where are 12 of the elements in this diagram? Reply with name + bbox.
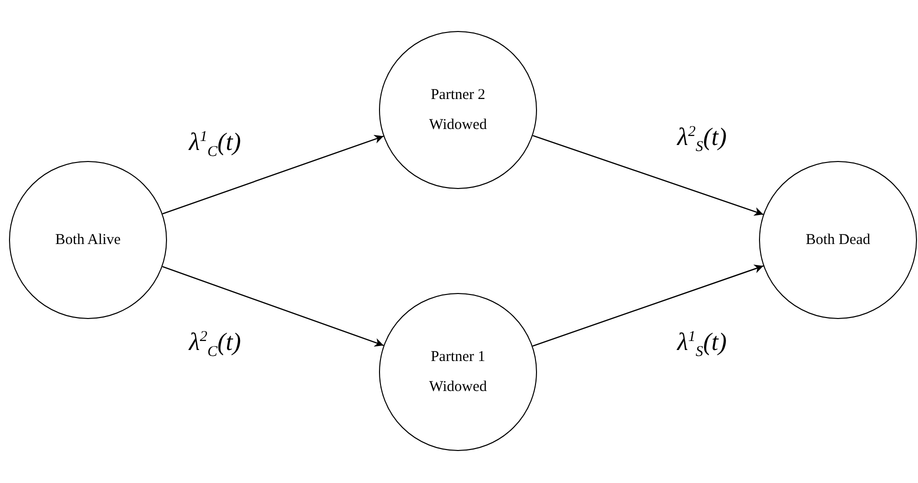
arrow bbox=[532, 135, 764, 216]
arrow bbox=[162, 134, 384, 214]
arrow bbox=[162, 266, 384, 347]
arrow bbox=[532, 264, 764, 347]
edge-label: λ$^{1}$$_{C}$(t) bbox=[189, 128, 241, 162]
edge-label: λ$^{2}$$_{C}$(t) bbox=[189, 328, 241, 362]
state-label: Both Dead bbox=[804, 231, 872, 250]
state-label: Partner 1 Widowed bbox=[428, 348, 488, 397]
edge-label: λ$^{1}$$_{S}$(t) bbox=[677, 328, 727, 362]
state-label: Both Alive bbox=[54, 231, 122, 250]
edge-label: λ$^{2}$$_{S}$(t) bbox=[677, 124, 727, 156]
state-label: Partner 2 Widowed bbox=[428, 86, 488, 135]
